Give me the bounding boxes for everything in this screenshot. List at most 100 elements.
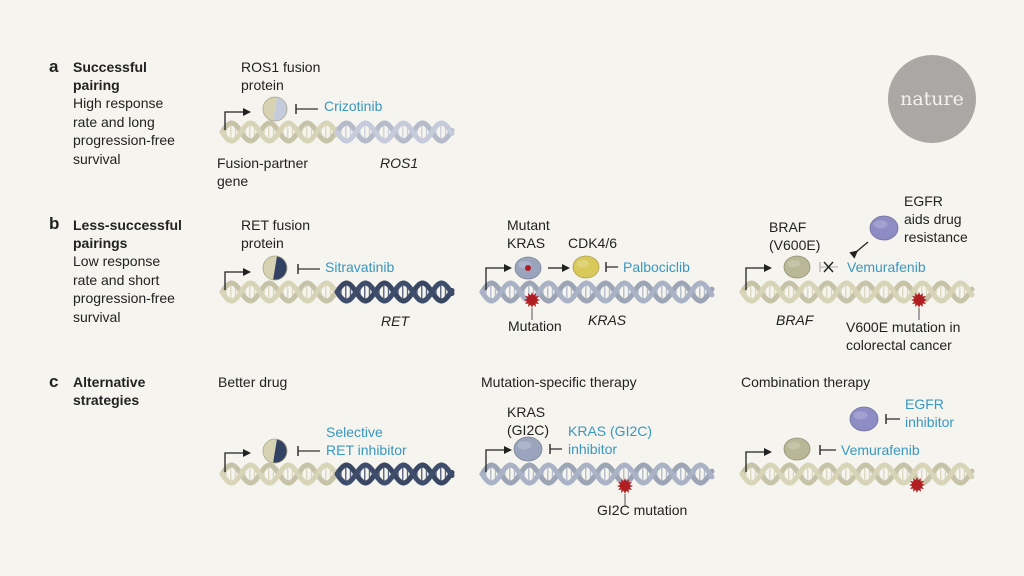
drug-egfr-inhibitor: EGFR inhibitor	[905, 395, 954, 431]
section-a-desc-3: progression-free	[73, 132, 175, 148]
drug-kras-g12c-inhibitor: KRAS (GI2C) inhibitor	[568, 422, 652, 458]
dna-strand	[219, 280, 341, 304]
mutation-label: Mutation	[508, 318, 562, 334]
braf-promoter-arrow	[745, 264, 772, 290]
combination-therapy-heading: Combination therapy	[741, 374, 871, 390]
kras-g12c-label-1: KRAS	[507, 404, 546, 420]
arrow-head-icon	[243, 268, 251, 276]
protein-body	[869, 215, 899, 241]
protein-half-left	[262, 438, 277, 463]
dna-strand	[219, 462, 341, 486]
promoter-line	[224, 271, 245, 290]
section-b-title-2: pairings	[73, 235, 128, 251]
mutant-kras-label: Mutant KRAS	[507, 216, 550, 252]
protein-outline	[262, 255, 288, 281]
section-a-title-1: Successful	[73, 59, 147, 75]
cdk46-protein	[572, 255, 600, 279]
sitravatinib-inhibition	[297, 264, 320, 274]
fusion-partner-gene-label: Fusion-partner gene	[217, 154, 308, 190]
palbociclib-inhibition	[605, 262, 618, 272]
blocked-x-icon	[823, 261, 834, 273]
promoter-line	[485, 449, 506, 472]
promoter-line	[224, 452, 245, 472]
kras-inhibitor-2: inhibitor	[568, 441, 618, 457]
drug-vemurafenib-b: Vemurafenib	[847, 259, 926, 275]
arrow-head-icon	[504, 264, 512, 272]
promoter-line	[745, 451, 766, 472]
egfr-inhibitor-1: EGFR	[905, 396, 944, 412]
better-drug-heading: Better drug	[218, 374, 288, 390]
mutant-kras-protein	[514, 256, 542, 280]
arrow-head-icon	[243, 449, 251, 457]
crizotinib-inhibition	[295, 104, 318, 114]
kras-promoter-arrow	[485, 264, 512, 290]
braf-gene-label: BRAF	[776, 312, 814, 328]
kras-gene-label: KRAS	[588, 312, 627, 328]
protein-half-right	[273, 256, 288, 281]
ret-protein-label-1: RET fusion	[241, 217, 310, 233]
section-a-desc-2: rate and long	[73, 113, 155, 130]
fusion-partner-dna	[219, 120, 341, 144]
v600e-mutation-label: V600E mutation in colorectal cancer	[846, 318, 960, 354]
kras-g12c-label: KRAS (GI2C)	[507, 403, 549, 439]
promoter-line	[745, 267, 766, 290]
braf-promoter-arrow-c	[745, 448, 772, 472]
section-c-letter: c	[49, 372, 59, 391]
ros1-promoter-arrow	[224, 108, 251, 130]
protein-outline	[262, 96, 288, 122]
protein-highlight	[787, 441, 801, 450]
braf-dna-c	[739, 462, 975, 486]
ros1-dna	[334, 120, 455, 144]
dna-strand	[334, 120, 455, 144]
drug-palbociclib: Palbociclib	[623, 259, 690, 275]
arrow-head-icon	[243, 108, 251, 116]
kras-promoter-arrow-c	[485, 446, 512, 472]
kras-g12c-protein	[513, 436, 543, 462]
selective-ret-inhibition	[297, 446, 320, 456]
protein-body	[572, 255, 600, 279]
v600e-label-2: colorectal cancer	[846, 337, 952, 353]
kras-dna	[479, 280, 715, 304]
protein-body	[783, 255, 811, 279]
egfr-inhibition-c	[885, 414, 900, 424]
egfr-resistance-arrow	[849, 241, 869, 259]
braf-protein-label: BRAF (V600E)	[769, 218, 820, 254]
ros1-protein-label: ROS1 fusion protein	[241, 58, 320, 94]
protein-highlight	[853, 411, 868, 420]
egfr-protein-c	[849, 406, 879, 432]
section-a-letter: a	[49, 57, 59, 76]
kras-dna-c	[479, 462, 715, 486]
egfr-protein-b	[869, 215, 899, 241]
mutation-specific-heading: Mutation-specific therapy	[481, 374, 637, 390]
mutant-kras-label-1: Mutant	[507, 217, 550, 233]
section-b-title-1: Less-successful	[73, 217, 182, 233]
arrow-head-icon	[562, 264, 570, 272]
section-c-heading: Alternative strategies	[73, 373, 145, 409]
drug-selective-ret-inhibitor: Selective RET inhibitor	[326, 423, 407, 459]
protein-highlight	[873, 220, 888, 229]
dna-strand	[219, 120, 341, 144]
vemurafenib-inhibition-c	[819, 445, 836, 455]
arrow-head-icon	[849, 250, 859, 259]
arrow-head-icon	[764, 264, 772, 272]
arrow-head-icon	[764, 448, 772, 456]
logo-text: nature	[900, 88, 964, 110]
egfr-resistance-label: EGFR aids drug resistance	[904, 192, 968, 246]
section-b-desc-1: Low response	[73, 253, 161, 269]
selective-ret-2: RET inhibitor	[326, 442, 407, 458]
section-a-title-2: pairing	[73, 77, 120, 93]
protein-body	[849, 406, 879, 432]
ros1-fusion-protein	[262, 96, 288, 122]
selective-ret-1: Selective	[326, 424, 383, 440]
section-a-desc-4: survival	[73, 150, 121, 167]
dna-strand	[739, 280, 975, 304]
egfr-label-1: EGFR	[904, 193, 943, 209]
drug-sitravatinib: Sitravatinib	[325, 259, 395, 275]
mutation-dot-icon	[525, 265, 531, 271]
fusion-partner-dna-c	[219, 462, 341, 486]
mutation-star-icon	[617, 478, 633, 494]
ret-fusion-protein	[262, 255, 288, 281]
promoter-line	[224, 111, 245, 130]
protein-half-left	[262, 255, 277, 280]
